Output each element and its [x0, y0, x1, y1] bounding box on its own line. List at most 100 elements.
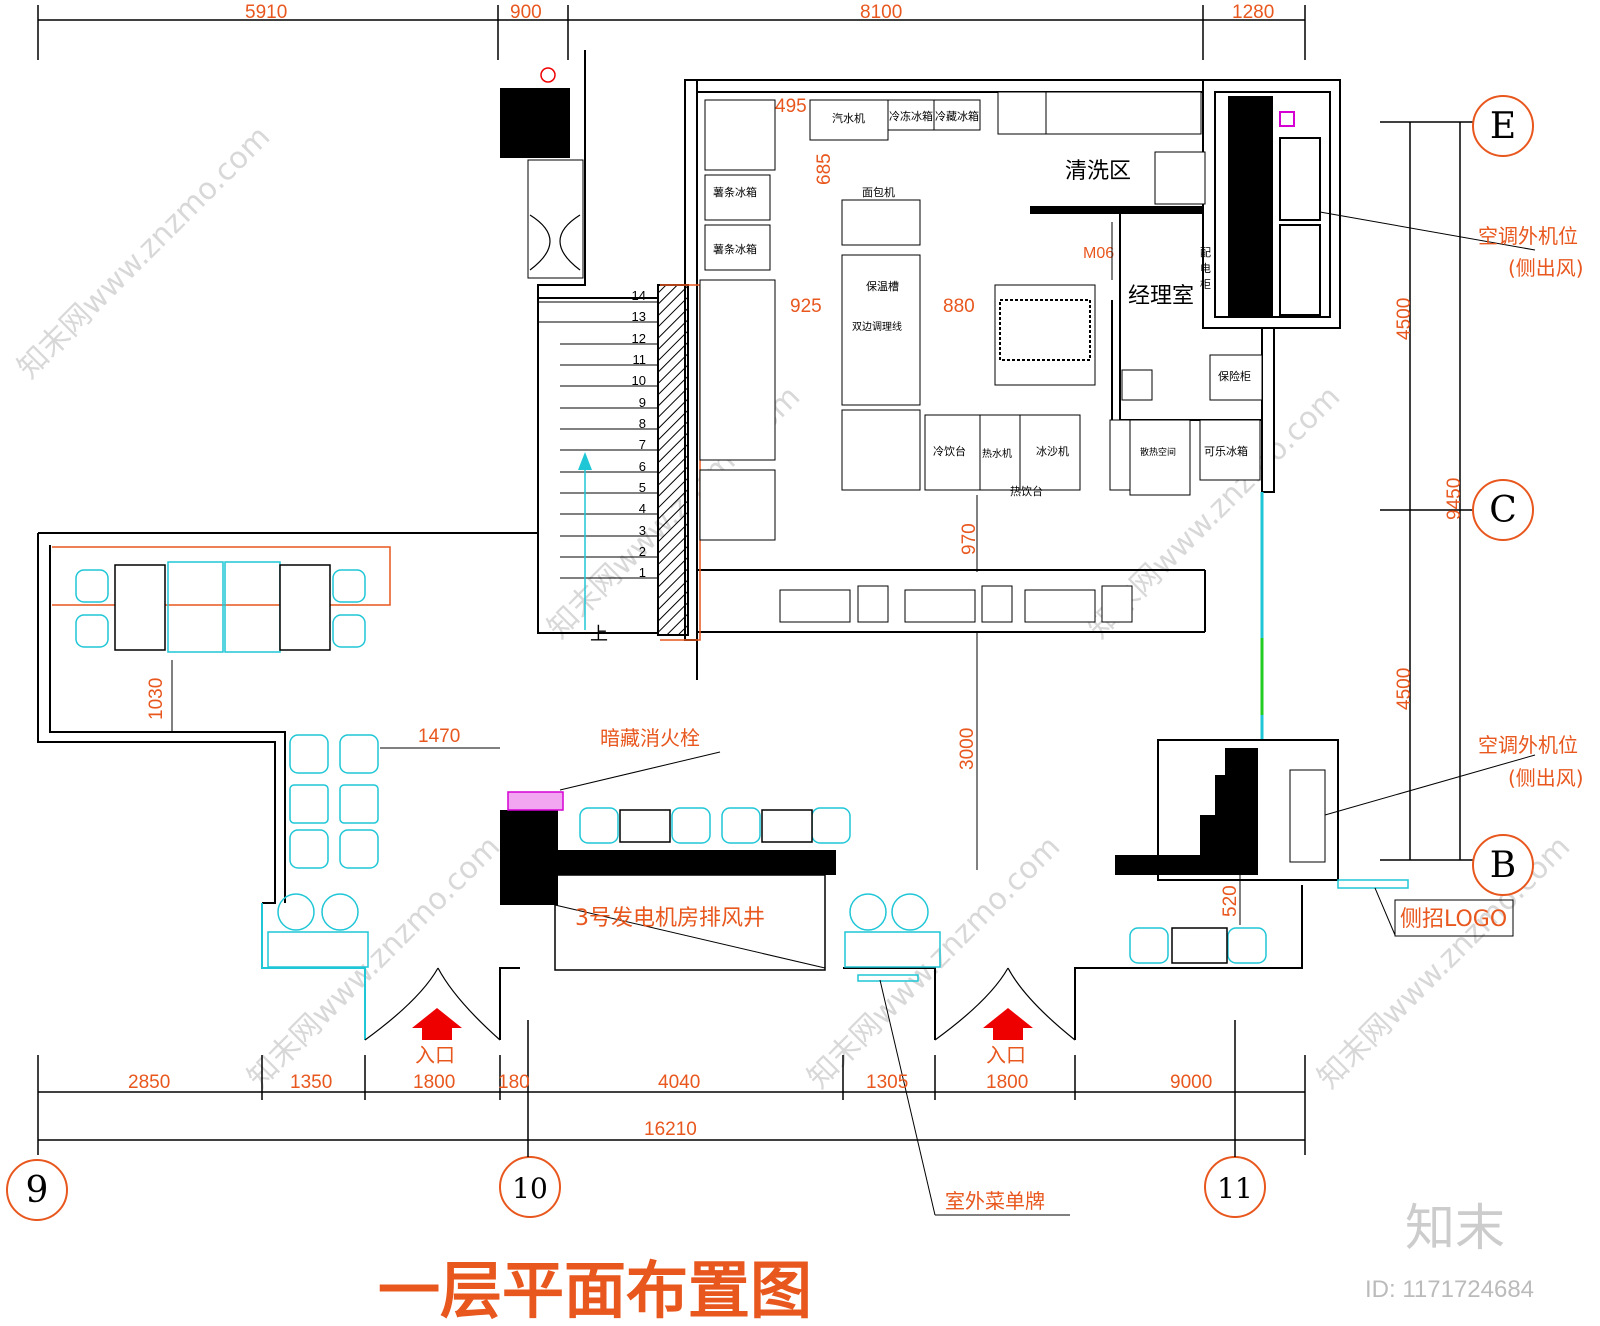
counter-long — [558, 850, 836, 875]
entry-arrow-1 — [412, 1008, 462, 1040]
label-double: 双边调理线 — [852, 320, 902, 333]
label-power-2: 电 — [1200, 262, 1211, 275]
column-black — [500, 88, 570, 158]
dim-top-4: 1280 — [1232, 2, 1274, 23]
label-fries-2: 薯条冰箱 — [713, 242, 757, 256]
door-top-left — [529, 214, 581, 271]
hydrant-leader — [559, 751, 721, 791]
dim-right-2: 4500 — [1394, 668, 1415, 710]
stairs — [538, 301, 658, 630]
shaft-box — [554, 874, 826, 971]
bottom-dimensions — [37, 1020, 1306, 1157]
stair-boundary — [660, 284, 701, 641]
label-freeze: 冷冻冰箱 — [889, 109, 933, 123]
dim-bottom-1: 2850 — [128, 1072, 170, 1093]
top-dimensions — [37, 5, 1306, 60]
step-12: 12 — [632, 331, 646, 346]
label-hotdrink: 热饮台 — [1010, 484, 1043, 498]
logo-bar — [1337, 879, 1409, 889]
axis-B: B — [1490, 845, 1516, 886]
image-id: ID: 1171724684 — [1365, 1276, 1534, 1303]
magenta-marker — [1279, 111, 1295, 127]
label-bread: 面包机 — [862, 185, 895, 199]
label-m06: M06 — [1083, 245, 1114, 262]
ac-unit-box — [1157, 739, 1339, 881]
dim-right-1: 4500 — [1394, 298, 1415, 340]
logo-leader — [1374, 887, 1396, 936]
step-5: 5 — [639, 480, 646, 495]
ac2-leader — [1324, 754, 1536, 816]
logo-label-box — [1394, 899, 1514, 937]
label-slush: 冰沙机 — [1036, 444, 1069, 458]
dim-1030: 1030 — [146, 678, 167, 720]
walls — [37, 50, 1341, 1040]
axis-9: 9 — [26, 1170, 49, 1211]
room-wash: 清洗区 — [1065, 159, 1131, 184]
label-cold: 冷饮台 — [933, 444, 966, 458]
stair-arrow — [578, 452, 592, 470]
dim-495: 495 — [775, 96, 807, 117]
dim-top-2: 900 — [510, 2, 542, 23]
note-menu: 室外菜单牌 — [945, 1189, 1045, 1213]
dim-685: 685 — [814, 153, 835, 185]
step-1: 1 — [639, 565, 646, 580]
dim-right-3: 9450 — [1444, 478, 1465, 520]
entry-door-2 — [934, 967, 1076, 1041]
dim-bottom-7: 1800 — [986, 1072, 1028, 1093]
entry-label-1: 入口 — [415, 1043, 455, 1067]
inner-dim-lines — [171, 222, 1241, 925]
entry-label-2: 入口 — [986, 1043, 1026, 1067]
hydrant-box — [507, 791, 564, 811]
watermark-4: 知末网www.znzmo.com — [1311, 829, 1577, 1095]
shaft-diagonal — [554, 904, 826, 969]
label-hotwater: 热水机 — [982, 447, 1012, 460]
dim-top-1: 5910 — [245, 2, 287, 23]
label-steam: 汽水机 — [832, 111, 865, 125]
dining-tables — [114, 564, 1228, 964]
drawing-title: 一层平面布置图 — [378, 1254, 812, 1326]
label-cola: 可乐冰箱 — [1204, 444, 1248, 458]
right-black-block — [1228, 96, 1273, 318]
menu-board — [857, 974, 919, 982]
ac-inner-box — [1289, 769, 1326, 863]
axis-10: 10 — [512, 1172, 548, 1205]
dim-bottom-4: 180 — [498, 1072, 530, 1093]
label-fridge: 冷藏冰箱 — [935, 109, 979, 123]
dim-bottom-3: 1800 — [413, 1072, 455, 1093]
step-9: 9 — [639, 395, 646, 410]
stair-up-label: 上 — [590, 624, 608, 644]
dim-bottom-2: 1350 — [290, 1072, 332, 1093]
watermark-1: 知末网www.znzmo.com — [11, 119, 277, 385]
dim-880: 880 — [943, 296, 975, 317]
dim-925: 925 — [790, 296, 822, 317]
step-8: 8 — [639, 416, 646, 431]
axis-E: E — [1490, 106, 1516, 147]
dining-furniture — [75, 561, 1267, 968]
step-7: 7 — [639, 437, 646, 452]
watermark-5: 知末网www.znzmo.com — [241, 829, 507, 1095]
step-11: 11 — [633, 352, 647, 367]
entry-arrow-2 — [983, 1008, 1033, 1040]
dim-1470: 1470 — [418, 726, 460, 747]
dim-bottom-6: 1305 — [866, 1072, 908, 1093]
kitchen-equipment — [699, 91, 1263, 623]
ac-black-shape — [1115, 748, 1258, 875]
note-ac1-a: 空调外机位 — [1478, 224, 1578, 248]
dim-970: 970 — [959, 523, 980, 555]
ac1-leader — [1319, 211, 1536, 251]
label-fries-1: 薯条冰箱 — [713, 185, 757, 199]
dim-520: 520 — [1220, 885, 1241, 917]
note-ac1-b: (侧出风) — [1508, 256, 1584, 280]
label-power-1: 配 — [1200, 246, 1211, 259]
label-hold: 保温槽 — [866, 279, 899, 293]
step-3: 3 — [639, 523, 646, 538]
fryer-rack — [999, 299, 1091, 361]
step-10: 10 — [632, 373, 646, 388]
right-dimensions — [1380, 121, 1475, 861]
dim-total: 16210 — [644, 1119, 697, 1140]
watermark-3: 知末网www.znzmo.com — [801, 829, 1067, 1095]
note-shaft: 3号发电机房排风井 — [575, 906, 765, 931]
column-marker — [540, 67, 556, 83]
note-ac2-a: 空调外机位 — [1478, 733, 1578, 757]
